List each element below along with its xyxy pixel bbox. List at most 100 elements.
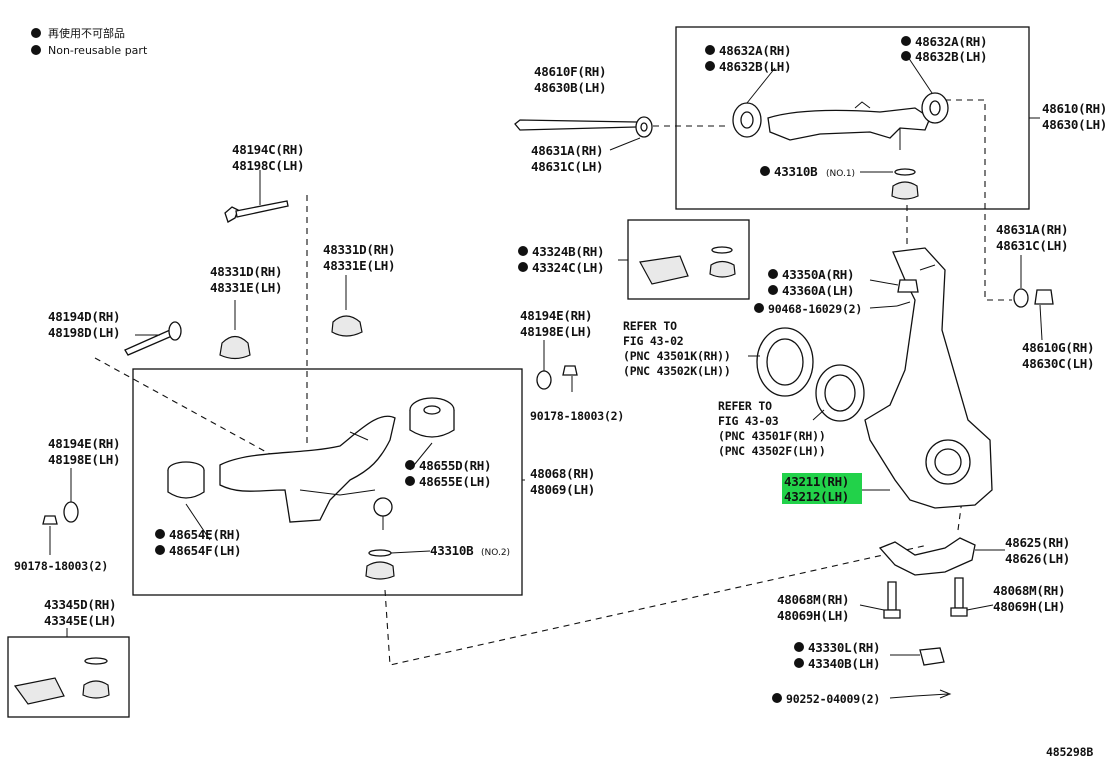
bullet-icon <box>901 51 911 61</box>
label-48655e-lh: 48655E(LH) <box>419 474 491 489</box>
upper-left-parts <box>124 200 363 360</box>
label-43310b-no2-note: (NO.2) <box>481 548 510 558</box>
label-48194e-rh-left: 48194E(RH) <box>48 436 120 451</box>
bullet-icon <box>768 269 778 279</box>
label-48630-lh: 48630(LH) <box>1042 117 1107 132</box>
refer2-line4: (PNC 43502F(LH)) <box>718 444 826 458</box>
leader-lines <box>49 56 1043 699</box>
bullet-icon <box>794 658 804 668</box>
label-90178-mid: 90178-18003(2) <box>530 409 624 423</box>
lower-arm-parts <box>167 397 455 580</box>
bullet-icon <box>794 642 804 652</box>
label-43345d-rh: 43345D(RH) <box>44 597 116 612</box>
label-48610g-rh: 48610G(RH) <box>1022 340 1094 355</box>
label-48632b-lh-left: 48632B(LH) <box>719 59 791 74</box>
legend-non-reusable: Non-reusable part <box>48 44 148 57</box>
bolt-48194c <box>235 200 289 218</box>
label-48632a-rh-right: 48632A(RH) <box>915 34 987 49</box>
washer-48631a-right <box>1013 288 1029 308</box>
bullet-icon <box>705 61 715 71</box>
label-43330l-rh: 43330L(RH) <box>808 640 880 655</box>
label-48069-lh: 48069(LH) <box>530 482 595 497</box>
label-90468: 90468-16029(2) <box>768 302 862 316</box>
part-labels: 48610F(RH) 48630B(LH) 48631A(RH) 48631C(… <box>14 34 1107 759</box>
link-48331d-left <box>219 335 251 360</box>
bullet-icon <box>705 45 715 55</box>
label-48068m-rh-right: 48068M(RH) <box>993 583 1065 598</box>
cotter-pin-90252 <box>914 689 952 699</box>
label-48194d-rh: 48194D(RH) <box>48 309 120 324</box>
bullet-icon <box>772 693 782 703</box>
bullet-icon <box>405 476 415 486</box>
washer-48194e <box>536 370 552 390</box>
label-48610f-rh: 48610F(RH) <box>534 64 606 79</box>
label-43310b-no1: 43310B <box>774 164 818 179</box>
label-43211-rh: 43211(RH) <box>784 474 849 489</box>
bracket-48625 <box>878 537 976 576</box>
figure-code: 485298B <box>1046 745 1093 759</box>
nut-43350a <box>897 279 919 293</box>
bullet-icon <box>405 460 415 470</box>
label-48194e-rh-mid: 48194E(RH) <box>520 308 592 323</box>
label-48654e-rh: 48654E(RH) <box>169 527 241 542</box>
refer2-line3: (PNC 43501F(RH)) <box>718 429 826 443</box>
washer-48194e-left <box>63 501 79 523</box>
knuckle-parts <box>756 247 1054 699</box>
bullet-icon <box>754 303 764 313</box>
ring-43310b-no2 <box>368 549 392 557</box>
refer1-line4: (PNC 43502K(LH)) <box>623 364 731 378</box>
bolt-48068m-left <box>887 581 897 611</box>
label-43324b-rh: 43324B(RH) <box>532 244 604 259</box>
bullet-icon <box>518 246 528 256</box>
bolt-48194d <box>124 329 173 356</box>
label-48610-rh: 48610(RH) <box>1042 101 1107 116</box>
label-48331e-lh-a: 48331E(LH) <box>210 280 282 295</box>
label-48631c-lh-right: 48631C(LH) <box>996 238 1068 253</box>
label-48630b-lh: 48630B(LH) <box>534 80 606 95</box>
label-43310b-no2: 43310B <box>430 543 474 558</box>
label-48632b-lh-right: 48632B(LH) <box>915 49 987 64</box>
label-43345e-lh: 43345E(LH) <box>44 613 116 628</box>
label-48655d-rh: 48655D(RH) <box>419 458 491 473</box>
lower-arm <box>219 415 396 523</box>
label-43212-lh: 43212(LH) <box>784 489 849 504</box>
refer1-line3: (PNC 43501K(RH)) <box>623 349 731 363</box>
label-48331e-lh-b: 48331E(LH) <box>323 258 395 273</box>
label-48331d-rh-b: 48331D(RH) <box>323 242 395 257</box>
refer1-line2: FIG 43-02 <box>623 334 684 348</box>
nut-90178-left <box>42 515 58 525</box>
lower-arm-box <box>132 368 523 596</box>
label-48068-rh: 48068(RH) <box>530 466 595 481</box>
label-48069h-lh-right: 48069H(LH) <box>993 599 1065 614</box>
label-48631a-rh-right: 48631A(RH) <box>996 222 1068 237</box>
label-48198e-lh-left: 48198E(LH) <box>48 452 120 467</box>
upper-arm <box>767 107 931 141</box>
bushing-48654e <box>167 470 205 499</box>
label-48331d-rh-a: 48331D(RH) <box>210 264 282 279</box>
label-48654f-lh: 48654F(LH) <box>169 543 241 558</box>
bullet-icon <box>155 545 165 555</box>
boot-43310b-no2 <box>365 561 395 580</box>
ring-43310b <box>894 168 916 176</box>
bullet-icon <box>155 529 165 539</box>
label-48198d-lh: 48198D(LH) <box>48 325 120 340</box>
label-48631a-rh: 48631A(RH) <box>531 143 603 158</box>
bullet-icon <box>768 285 778 295</box>
bullet-icon <box>901 36 911 46</box>
middle-small-parts <box>42 365 578 525</box>
label-43324c-lh: 43324C(LH) <box>532 260 604 275</box>
bullet-icon <box>518 262 528 272</box>
link-48331d-right <box>331 315 363 337</box>
label-48630c-lh: 48630C(LH) <box>1022 356 1094 371</box>
nut-90178-mid <box>562 365 578 376</box>
label-43340b-lh: 43340B(LH) <box>808 656 880 671</box>
bullet-icon <box>31 28 41 38</box>
label-43350a-rh: 43350A(RH) <box>782 267 854 282</box>
label-43310b-no1-note: (NO.1) <box>826 169 855 179</box>
label-48068m-rh-left: 48068M(RH) <box>777 592 849 607</box>
label-48626-lh: 48626(LH) <box>1005 551 1070 566</box>
label-90252: 90252-04009(2) <box>786 692 880 706</box>
label-43360a-lh: 43360A(LH) <box>782 283 854 298</box>
label-48198e-lh-mid: 48198E(LH) <box>520 324 592 339</box>
nut-43330l <box>919 647 945 666</box>
